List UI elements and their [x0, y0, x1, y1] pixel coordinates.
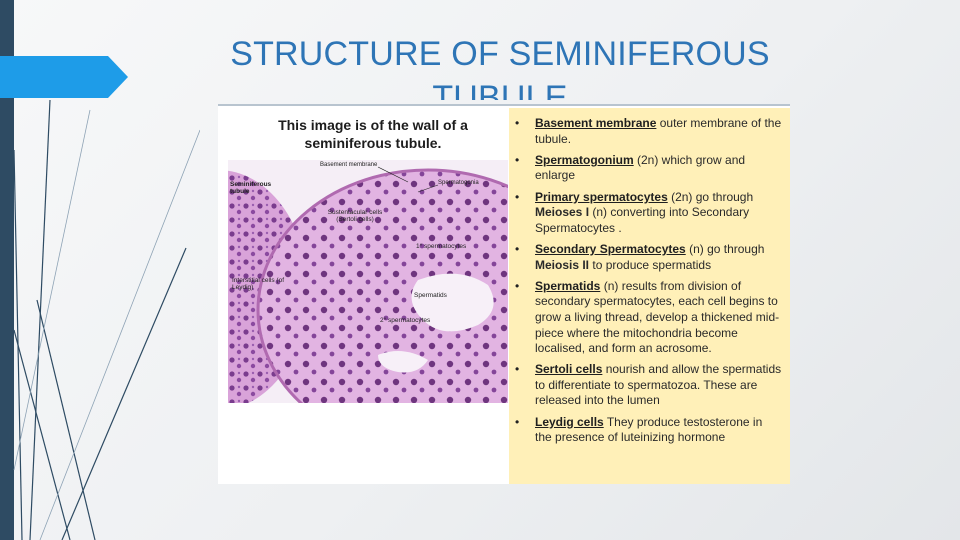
notes-panel: •Basement membrane outer membrane of the…	[509, 108, 790, 484]
label-basement-membrane: Basement membrane	[320, 162, 378, 168]
label-spermatids: Spermatids	[414, 292, 447, 299]
note-item: •Spermatogonium (2n) which grow and enla…	[515, 152, 746, 183]
micrograph-image: Basement membrane Spermatogonia	[228, 160, 508, 403]
label-interstitial-cells: Interstitial cells (of Leydig)	[232, 277, 285, 291]
label-seminiferous-tubule: Seminiferous tubule	[230, 181, 272, 195]
decorative-lines	[13, 99, 200, 540]
note-item: •Leydig cells They produce testosterone …	[515, 414, 763, 445]
label-primary-spermatocytes: 1° spermatocytes	[416, 243, 467, 250]
note-item: •Basement membrane outer membrane of the…	[515, 116, 782, 146]
note-item: •Secondary Spermatocytes (n) go through …	[515, 241, 765, 272]
left-accent-bar	[0, 0, 14, 540]
label-sustentacular-cells: Sustentacular cells (Sertoli cells)	[327, 209, 383, 223]
title-arrow-tab	[0, 56, 128, 98]
figure-caption: This image is of the wall of a seminifer…	[278, 117, 468, 151]
label-secondary-spermatocytes: 2° spermatocytes	[380, 317, 431, 324]
slide-title: STRUCTURE OF SEMINIFEROUS TUBULE	[230, 35, 770, 100]
note-item: •Spermatids (n) results from division of…	[515, 278, 780, 356]
note-item: •Sertoli cells nourish and allow the spe…	[515, 362, 782, 408]
note-item: •Primary spermatocytes (2n) go through M…	[515, 189, 754, 235]
seminiferous-tubule-figure: This image is of the wall of a seminifer…	[218, 104, 790, 484]
label-spermatogonia: Spermatogonia	[438, 180, 479, 186]
